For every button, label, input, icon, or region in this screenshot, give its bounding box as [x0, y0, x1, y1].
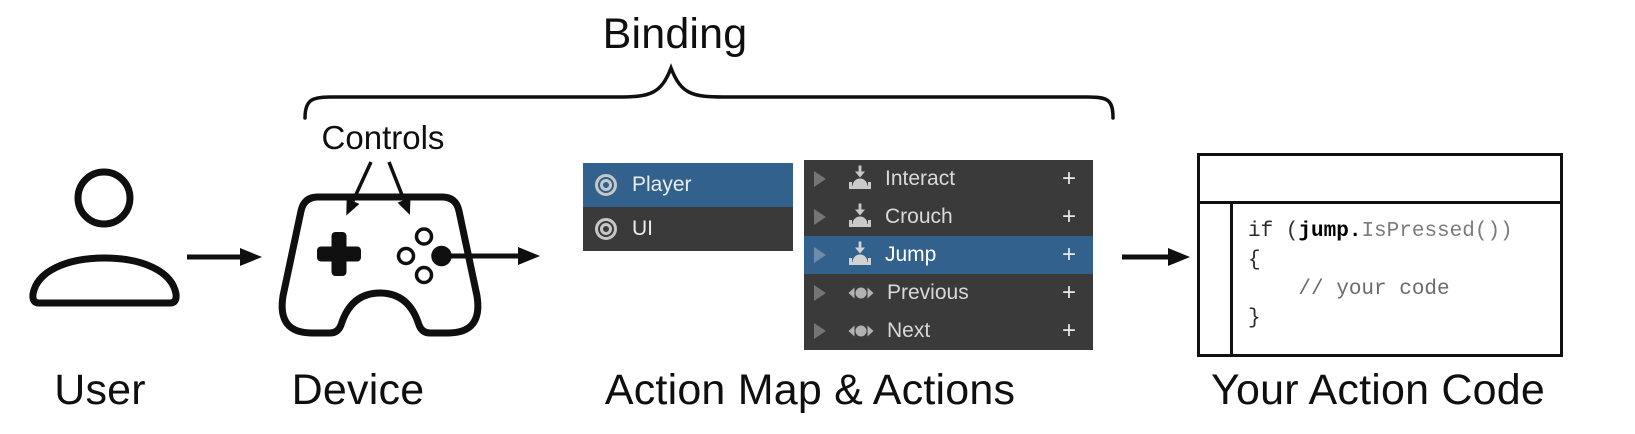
action-row-previous[interactable]: Previous + — [804, 274, 1093, 312]
user-label: User — [54, 366, 146, 414]
gamepad-icon — [278, 193, 482, 337]
dpad-icon — [317, 232, 361, 276]
axis-control-icon — [848, 325, 874, 337]
add-binding-button[interactable]: + — [1061, 165, 1076, 192]
code-method: IsPressed()) — [1361, 220, 1513, 243]
action-row-crouch[interactable]: Crouch + — [804, 198, 1093, 236]
code-window-body: if (jump.IsPressed()) { // your code } — [1200, 204, 1560, 357]
action-row-next[interactable]: Next + — [804, 312, 1093, 350]
action-map-icon — [595, 174, 617, 196]
binding-title: Binding — [602, 10, 748, 58]
code-close-brace: } — [1248, 307, 1261, 330]
action-map-label: Player — [632, 173, 692, 196]
action-map-panel: Player UI — [583, 163, 793, 251]
user-icon — [29, 168, 180, 307]
your-action-code-label: Your Action Code — [1211, 366, 1545, 414]
button-control-icon — [849, 165, 871, 189]
code-window: if (jump.IsPressed()) { // your code } — [1197, 153, 1563, 357]
action-map-icon — [595, 218, 617, 240]
foldout-arrow-icon[interactable] — [814, 285, 826, 301]
actions-panel: Interact + Crouch + Jump + — [804, 160, 1093, 350]
code-keyword: if ( — [1248, 220, 1299, 243]
action-label: Interact — [885, 167, 956, 190]
code-snippet: if (jump.IsPressed()) { // your code } — [1248, 217, 1513, 333]
code-comment: // your code — [1248, 278, 1450, 301]
foldout-arrow-icon[interactable] — [814, 209, 826, 225]
action-map-row-ui[interactable]: UI — [583, 207, 793, 251]
code-open-brace: { — [1248, 249, 1261, 272]
add-binding-button[interactable]: + — [1061, 203, 1076, 230]
add-binding-button[interactable]: + — [1061, 279, 1076, 306]
controls-label: Controls — [321, 119, 445, 156]
action-map-row-player[interactable]: Player — [583, 163, 793, 207]
add-binding-button[interactable]: + — [1061, 241, 1076, 268]
controls-pointer-arrows — [346, 161, 411, 216]
action-label: Jump — [885, 243, 937, 266]
button-control-icon — [849, 203, 871, 227]
add-binding-button[interactable]: + — [1061, 317, 1076, 344]
button-control-icon — [849, 241, 871, 265]
action-map-actions-label: Action Map & Actions — [604, 366, 1016, 414]
action-label: Next — [887, 319, 931, 342]
binding-brace-shape — [303, 63, 1115, 120]
action-label: Crouch — [885, 205, 953, 228]
code-gutter-line — [1230, 204, 1233, 357]
foldout-arrow-icon[interactable] — [814, 171, 826, 187]
action-row-interact[interactable]: Interact + — [804, 160, 1093, 198]
foldout-arrow-icon[interactable] — [814, 247, 826, 263]
device-label: Device — [291, 366, 425, 414]
action-row-jump[interactable]: Jump + — [804, 236, 1093, 274]
code-window-titlebar — [1200, 156, 1560, 204]
axis-control-icon — [848, 287, 874, 299]
foldout-arrow-icon[interactable] — [814, 323, 826, 339]
action-label: Previous — [887, 281, 969, 304]
code-action-name: jump. — [1298, 220, 1362, 243]
action-map-label: UI — [632, 217, 653, 240]
